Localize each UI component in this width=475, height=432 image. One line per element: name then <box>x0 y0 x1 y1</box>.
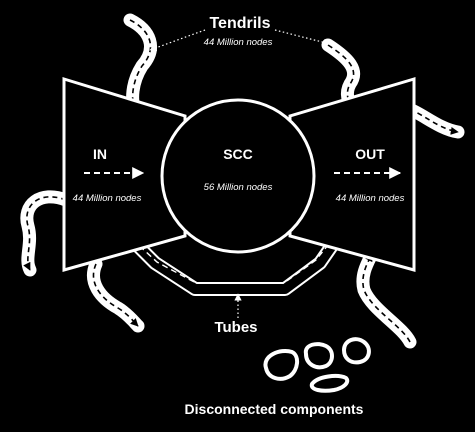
tendrils-pointer-right <box>274 29 331 46</box>
disconnected-component <box>303 342 334 370</box>
tubes-label: Tubes <box>214 319 257 336</box>
out-count: 44 Million nodes <box>336 193 405 204</box>
scc-count: 56 Million nodes <box>204 182 273 193</box>
disconnected-label: Disconnected components <box>185 401 364 417</box>
in-count: 44 Million nodes <box>73 193 142 204</box>
scc-label: SCC <box>223 146 253 162</box>
tendril-bottom-left <box>87 257 145 333</box>
tendrils-label: Tendrils <box>209 15 270 32</box>
scc-circle <box>160 98 316 254</box>
out-trapezoid <box>288 76 416 272</box>
out-label: OUT <box>355 146 385 162</box>
tendril-bottom-right <box>356 247 417 349</box>
tendril-left <box>20 190 73 277</box>
disconnected-component <box>263 349 299 381</box>
disconnected-components <box>263 337 371 393</box>
in-label: IN <box>93 146 107 162</box>
disconnected-component <box>341 337 371 365</box>
disconnected-component <box>309 374 350 393</box>
in-trapezoid <box>62 76 187 272</box>
tendrils-pointer-left <box>149 29 206 52</box>
tendrils-count: 44 Million nodes <box>204 37 273 48</box>
tube <box>120 228 344 296</box>
